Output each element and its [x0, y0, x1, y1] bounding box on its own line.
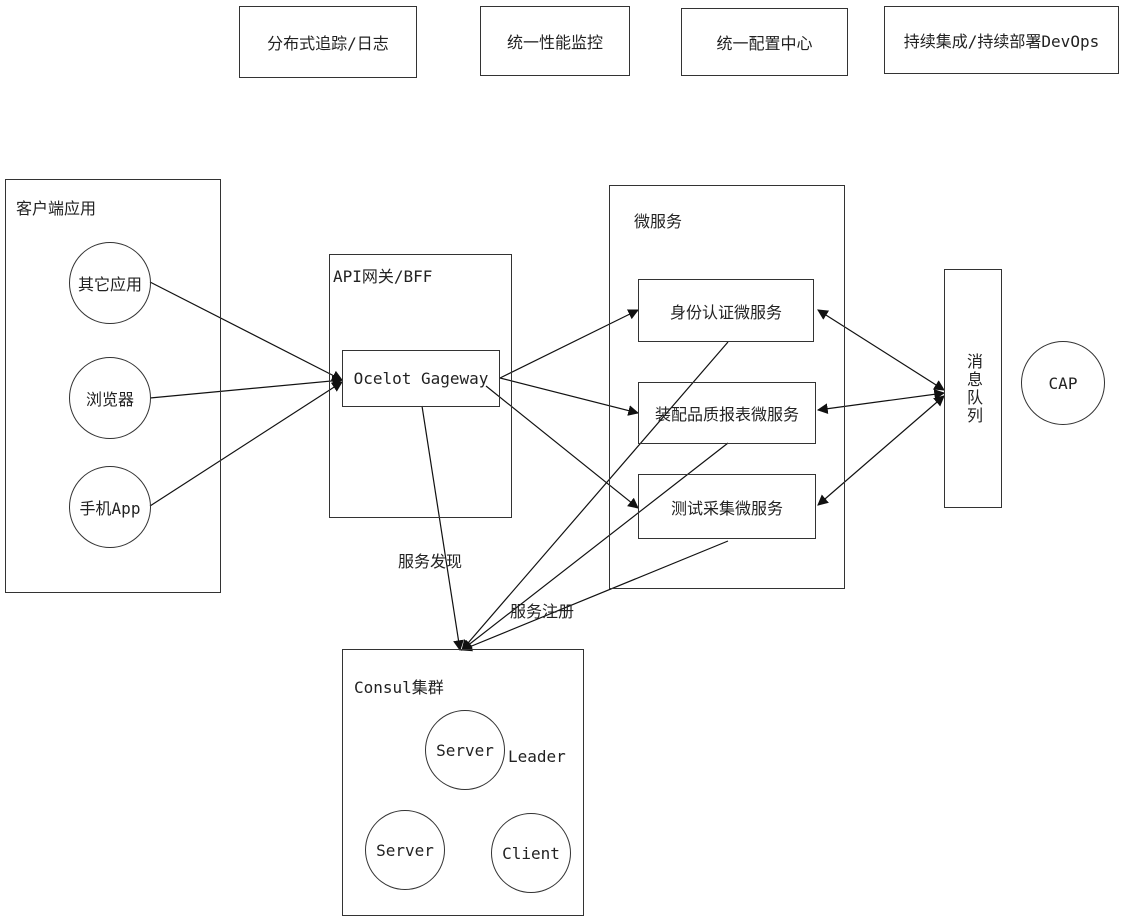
edge-auth-mq [817, 309, 945, 391]
monitoring-box: 统一性能监控 [480, 6, 630, 76]
auth-service-label: 身份认证微服务 [669, 302, 782, 322]
test-collection-service-label: 测试采集微服务 [670, 498, 783, 518]
edge-mobile-to-gateway [149, 381, 343, 507]
microservices-title: 微服务 [634, 212, 683, 231]
mobile-app-node: 手机App [69, 466, 151, 548]
edge-gateway-to-quality [499, 377, 640, 416]
message-queue-label: 消息队列 [964, 352, 983, 425]
cicd-label: 持续集成/持续部署DevOps [903, 32, 1100, 51]
client-apps-title: 客户端应用 [16, 199, 97, 218]
message-queue-box: 消息队列 [944, 269, 1002, 508]
service-registration-label: 服务注册 [510, 602, 575, 621]
other-apps-node: 其它应用 [69, 242, 151, 324]
consul-server-leader-node: Server [425, 710, 505, 790]
consul-cluster-title: Consul集群 [354, 678, 444, 697]
edge-discovery [421, 405, 464, 652]
leader-label: Leader [508, 747, 566, 766]
ocelot-gateway-label: Ocelot Gageway [353, 369, 489, 388]
test-collection-service-box: 测试采集微服务 [638, 474, 816, 539]
auth-service-box: 身份认证微服务 [638, 279, 814, 342]
monitoring-label: 统一性能监控 [506, 33, 603, 52]
api-gateway-container [329, 254, 512, 518]
config-center-label: 统一配置中心 [716, 34, 813, 53]
edge-testing-mq [817, 395, 945, 506]
microservices-container [609, 185, 845, 589]
quality-report-service-box: 装配品质报表微服务 [638, 382, 816, 444]
consul-server-leader-label: Server [436, 740, 494, 760]
browser-label: 浏览器 [85, 390, 134, 409]
cap-node: CAP [1021, 341, 1105, 425]
client-apps-container [5, 179, 221, 593]
quality-report-service-label: 装配品质报表微服务 [654, 405, 799, 424]
consul-server-node: Server [365, 810, 445, 890]
cicd-box: 持续集成/持续部署DevOps [884, 6, 1119, 74]
edge-register-testing [461, 540, 729, 652]
edge-register-quality [461, 442, 729, 651]
service-discovery-label: 服务发现 [398, 552, 463, 571]
other-apps-label: 其它应用 [77, 275, 142, 294]
edge-register-auth [461, 341, 729, 651]
consul-client-label: Client [502, 843, 560, 863]
edge-gateway-to-auth [499, 309, 639, 379]
config-center-box: 统一配置中心 [681, 8, 848, 76]
tracing-log-box: 分布式追踪/日志 [239, 6, 417, 78]
mobile-app-label: 手机App [79, 499, 141, 518]
cap-label: CAP [1048, 373, 1078, 393]
consul-cluster-container [342, 649, 584, 916]
ocelot-gateway-box: Ocelot Gageway [342, 350, 500, 407]
edge-browser-to-gateway [149, 375, 344, 399]
api-gateway-title: API网关/BFF [333, 267, 433, 286]
browser-node: 浏览器 [69, 357, 151, 439]
consul-server-label: Server [376, 840, 434, 860]
edge-other-to-gateway [149, 281, 343, 381]
consul-client-node: Client [491, 813, 571, 893]
tracing-log-label: 分布式追踪/日志 [267, 34, 389, 53]
